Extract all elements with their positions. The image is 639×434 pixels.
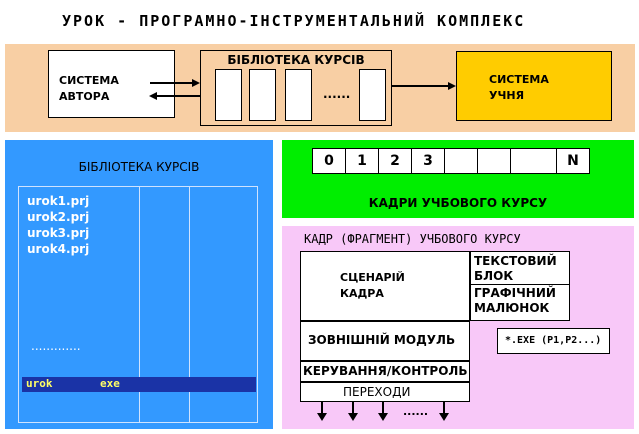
text-block-label-2: БЛОК <box>474 269 514 283</box>
column-divider <box>139 187 140 422</box>
text-block-label-1: ТЕКСТОВИЙ <box>474 254 557 268</box>
course-slot <box>285 69 312 121</box>
page-title: УРОК - ПРОГРАМНО-ІНСТРУМЕНТАЛЬНИЙ КОМПЛЕ… <box>62 12 526 30</box>
exe-box <box>497 328 610 354</box>
file-item[interactable]: urok3.prj <box>27 226 90 240</box>
frame-cell: 3 <box>411 148 445 174</box>
external-module-box <box>300 321 470 361</box>
transitions-dots: ...... <box>403 405 429 418</box>
file-list[interactable]: urok1.prj urok2.prj urok3.prj urok4.prj … <box>18 186 258 423</box>
graphic-label-1: ГРАФІЧНИЙ <box>474 286 556 300</box>
file-item[interactable]: urok1.prj <box>27 194 90 208</box>
scenario-box <box>300 251 470 321</box>
fragment-title: КАДР (ФРАГМЕНТ) УЧБОВОГО КУРСУ <box>304 232 521 246</box>
external-module-label: ЗОВНІШНІЙ МОДУЛЬ <box>308 333 456 347</box>
student-system-label-2: УЧНЯ <box>489 89 525 102</box>
frames-caption: КАДРИ УЧБОВОГО КУРСУ <box>368 196 548 210</box>
frame-cell: N <box>556 148 590 174</box>
author-system-box: СИСТЕМА АВТОРА <box>48 50 175 118</box>
course-slot <box>215 69 242 121</box>
author-system-label-2: АВТОРА <box>59 90 110 103</box>
frame-cell: 1 <box>345 148 379 174</box>
graphic-box <box>470 284 570 321</box>
file-item[interactable]: urok2.prj <box>27 210 90 224</box>
selected-file-ext: exe <box>100 377 120 390</box>
down-arrow-icon <box>378 402 388 421</box>
down-arrow-icon <box>317 402 327 421</box>
exe-label: *.EXE (P1,P2...) <box>505 335 602 346</box>
scenario-label-1: СЦЕНАРІЙ <box>340 271 405 284</box>
file-item[interactable]: urok4.prj <box>27 242 90 256</box>
graphic-label-2: МАЛЮНОК <box>474 301 550 315</box>
transitions-label: ПЕРЕХОДИ <box>343 385 411 399</box>
column-divider <box>189 187 190 422</box>
course-slot <box>249 69 276 121</box>
course-slot-dots: ...... <box>323 87 351 101</box>
frame-cell: 0 <box>312 148 346 174</box>
student-system-box: СИСТЕМА УЧНЯ <box>456 51 612 121</box>
frame-cell <box>510 148 557 174</box>
text-block-box <box>470 251 570 285</box>
course-library-box: БІБЛІОТЕКА КУРСІВ ...... <box>200 50 392 126</box>
course-library-label: БІБЛІОТЕКА КУРСІВ <box>227 53 365 67</box>
course-slot <box>359 69 386 121</box>
down-arrow-icon <box>439 402 449 421</box>
frame-cell <box>477 148 511 174</box>
file-list-dots: ............. <box>31 339 81 353</box>
transitions-box <box>300 382 470 402</box>
frame-cell <box>444 148 478 174</box>
down-arrow-icon <box>348 402 358 421</box>
author-system-label-1: СИСТЕМА <box>59 74 119 87</box>
selected-file-row[interactable]: urok exe <box>22 377 256 392</box>
student-system-label-1: СИСТЕМА <box>489 73 549 86</box>
scenario-label-2: КАДРА <box>340 287 384 300</box>
control-label: КЕРУВАННЯ/КОНТРОЛЬ <box>303 364 468 378</box>
control-box <box>300 361 470 382</box>
library-panel-caption: БІБЛІОТЕКА КУРСІВ <box>78 160 200 174</box>
selected-file-name: urok <box>26 377 53 390</box>
